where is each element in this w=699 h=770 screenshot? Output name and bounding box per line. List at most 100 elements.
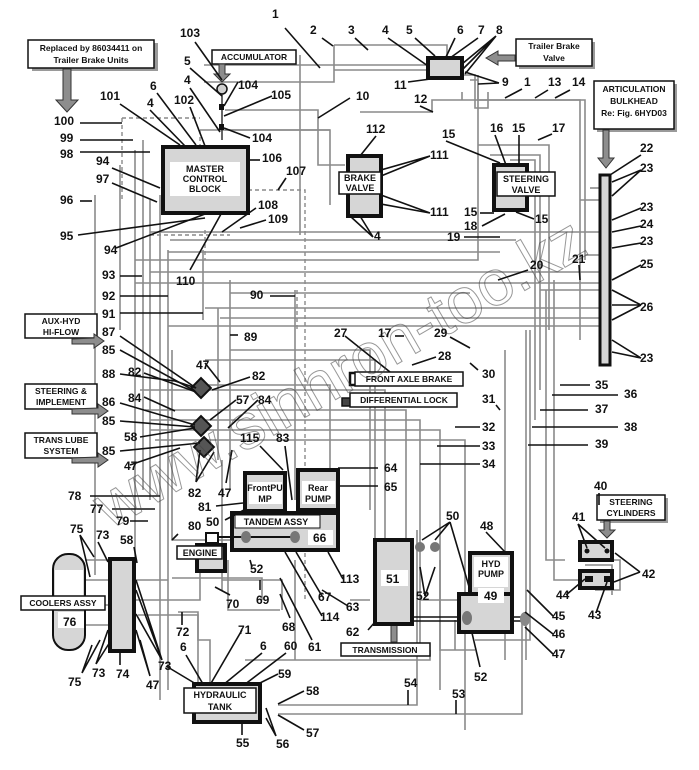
part-number-label: 87 <box>102 325 116 339</box>
part-number-label: 111 <box>430 148 449 162</box>
part-number-label: 67 <box>318 590 332 604</box>
part-number-label: 57 <box>236 393 250 407</box>
master-control-block-line3: BLOCK <box>189 184 221 194</box>
part-number-label: 43 <box>588 608 602 622</box>
part-number-label: 72 <box>176 625 190 639</box>
part-number-label: 52 <box>250 562 264 576</box>
part-number-label: 68 <box>282 620 296 634</box>
part-number-label: 74 <box>116 667 130 681</box>
transmission-number: 51 <box>386 572 400 586</box>
part-number-label: 22 <box>640 141 654 155</box>
hyd-pump-number: 49 <box>484 589 498 603</box>
part-number-label: 47 <box>552 647 566 661</box>
part-number-label: 73 <box>96 528 110 542</box>
part-number-label: 60 <box>284 639 298 653</box>
part-number-label: 84 <box>128 391 142 405</box>
part-number-label: 17 <box>552 121 566 135</box>
front-pump-line2: MP <box>258 494 272 504</box>
steering-cylinders <box>578 540 614 590</box>
part-number-label: 105 <box>271 88 291 102</box>
part-number-label: 89 <box>244 330 258 344</box>
callout-trans-lube: TRANS LUBE SYSTEM <box>24 432 109 468</box>
callout-steering-implement-line1: STEERING & <box>35 386 87 396</box>
leader-lines <box>77 27 642 737</box>
engine-label: ENGINE <box>183 548 218 558</box>
part-number-label: 4 <box>374 229 381 243</box>
part-number-label: 82 <box>252 369 266 383</box>
part-number-label: 4 <box>147 96 154 110</box>
part-number-label: 80 <box>188 519 202 533</box>
part-number-label: 83 <box>276 431 290 445</box>
part-number-label: 41 <box>572 510 586 524</box>
hydraulic-tank: HYDRAULIC TANK <box>183 682 262 724</box>
part-number-label: 96 <box>60 193 74 207</box>
part-number-label: 93 <box>102 268 116 282</box>
part-number-label: 5 <box>406 23 413 37</box>
master-control-block-line1: MASTER <box>186 164 225 174</box>
part-number-label: 69 <box>256 593 270 607</box>
part-number-label: 40 <box>594 479 608 493</box>
part-number-label: 112 <box>366 122 386 136</box>
coolers-assy-number: 76 <box>63 615 77 629</box>
part-number-label: 102 <box>174 93 194 107</box>
part-number-label: 61 <box>308 640 322 654</box>
part-number-label: 63 <box>346 600 360 614</box>
part-number-label: 73 <box>158 659 172 673</box>
part-number-label: 27 <box>334 326 348 340</box>
part-number-label: 106 <box>262 151 282 165</box>
part-number-label: 92 <box>102 289 116 303</box>
part-number-label: 19 <box>447 230 461 244</box>
part-number-label: 6 <box>457 23 464 37</box>
callout-trailer-brake-line1: Trailer Brake <box>528 41 580 51</box>
hyd-pump-line1: HYD <box>481 559 501 569</box>
callout-transmission-label: TRANSMISSION <box>352 645 417 655</box>
callout-articulation-line2: BULKHEAD <box>610 96 658 106</box>
part-number-label: 73 <box>92 666 106 680</box>
part-number-label: 2 <box>310 23 317 37</box>
part-number-label: 18 <box>464 219 478 233</box>
part-number-label: 16 <box>490 121 504 135</box>
part-number-label: 46 <box>552 627 566 641</box>
articulation-bulkhead-bar <box>598 173 612 367</box>
part-number-label: 82 <box>128 365 142 379</box>
callout-aux-hyd-line2: HI-FLOW <box>43 327 80 337</box>
part-number-label: 82 <box>188 486 202 500</box>
part-number-label: 101 <box>100 89 120 103</box>
callout-steering-cylinders-line1: STEERING <box>609 497 653 507</box>
part-number-label: 50 <box>446 509 460 523</box>
cooler-manifold <box>108 557 136 653</box>
callout-articulation-bulkhead: ARTICULATION BULKHEAD Re: Fig. 6HYD03 <box>593 80 677 169</box>
part-number-label: 23 <box>640 200 654 214</box>
callout-trailer-brake-line2: Valve <box>543 53 565 63</box>
part-number-label: 14 <box>572 75 586 89</box>
part-number-label: 33 <box>482 439 496 453</box>
part-number-label: 23 <box>640 234 654 248</box>
part-number-label: 47 <box>196 358 210 372</box>
part-number-label: 56 <box>276 737 290 751</box>
part-number-label: 91 <box>102 307 116 321</box>
part-number-label: 77 <box>90 502 104 516</box>
part-number-label: 75 <box>70 522 84 536</box>
part-number-label: 1 <box>272 7 279 21</box>
part-number-label: 12 <box>414 92 428 106</box>
trailer-brake-valve-block <box>426 56 464 80</box>
brake-valve-line1: BRAKE <box>344 173 376 183</box>
part-number-label: 58 <box>124 430 138 444</box>
part-number-label: 58 <box>306 684 320 698</box>
part-number-label: 47 <box>218 486 232 500</box>
callout-steering-implement: STEERING & IMPLEMENT <box>24 383 109 419</box>
callout-steering-cylinders-line2: CYLINDERS <box>606 508 655 518</box>
callout-differential-lock-label: DIFFERENTIAL LOCK <box>360 395 449 405</box>
part-number-label: 47 <box>124 459 138 473</box>
part-number-label: 7 <box>478 23 485 37</box>
part-number-label: 37 <box>595 402 609 416</box>
part-number-label: 4 <box>382 23 389 37</box>
part-number-label: 6 <box>150 79 157 93</box>
hydraulic-tank-line2: TANK <box>208 702 233 712</box>
part-number-label: 30 <box>482 367 496 381</box>
front-pump-line1: FrontPU <box>247 483 283 493</box>
callout-steering-implement-line2: IMPLEMENT <box>36 397 87 407</box>
callout-trailer-brake-valve: Trailer Brake Valve <box>485 38 595 69</box>
callout-aux-hyd-line1: AUX-HYD <box>42 316 81 326</box>
part-number-label: 32 <box>482 420 496 434</box>
